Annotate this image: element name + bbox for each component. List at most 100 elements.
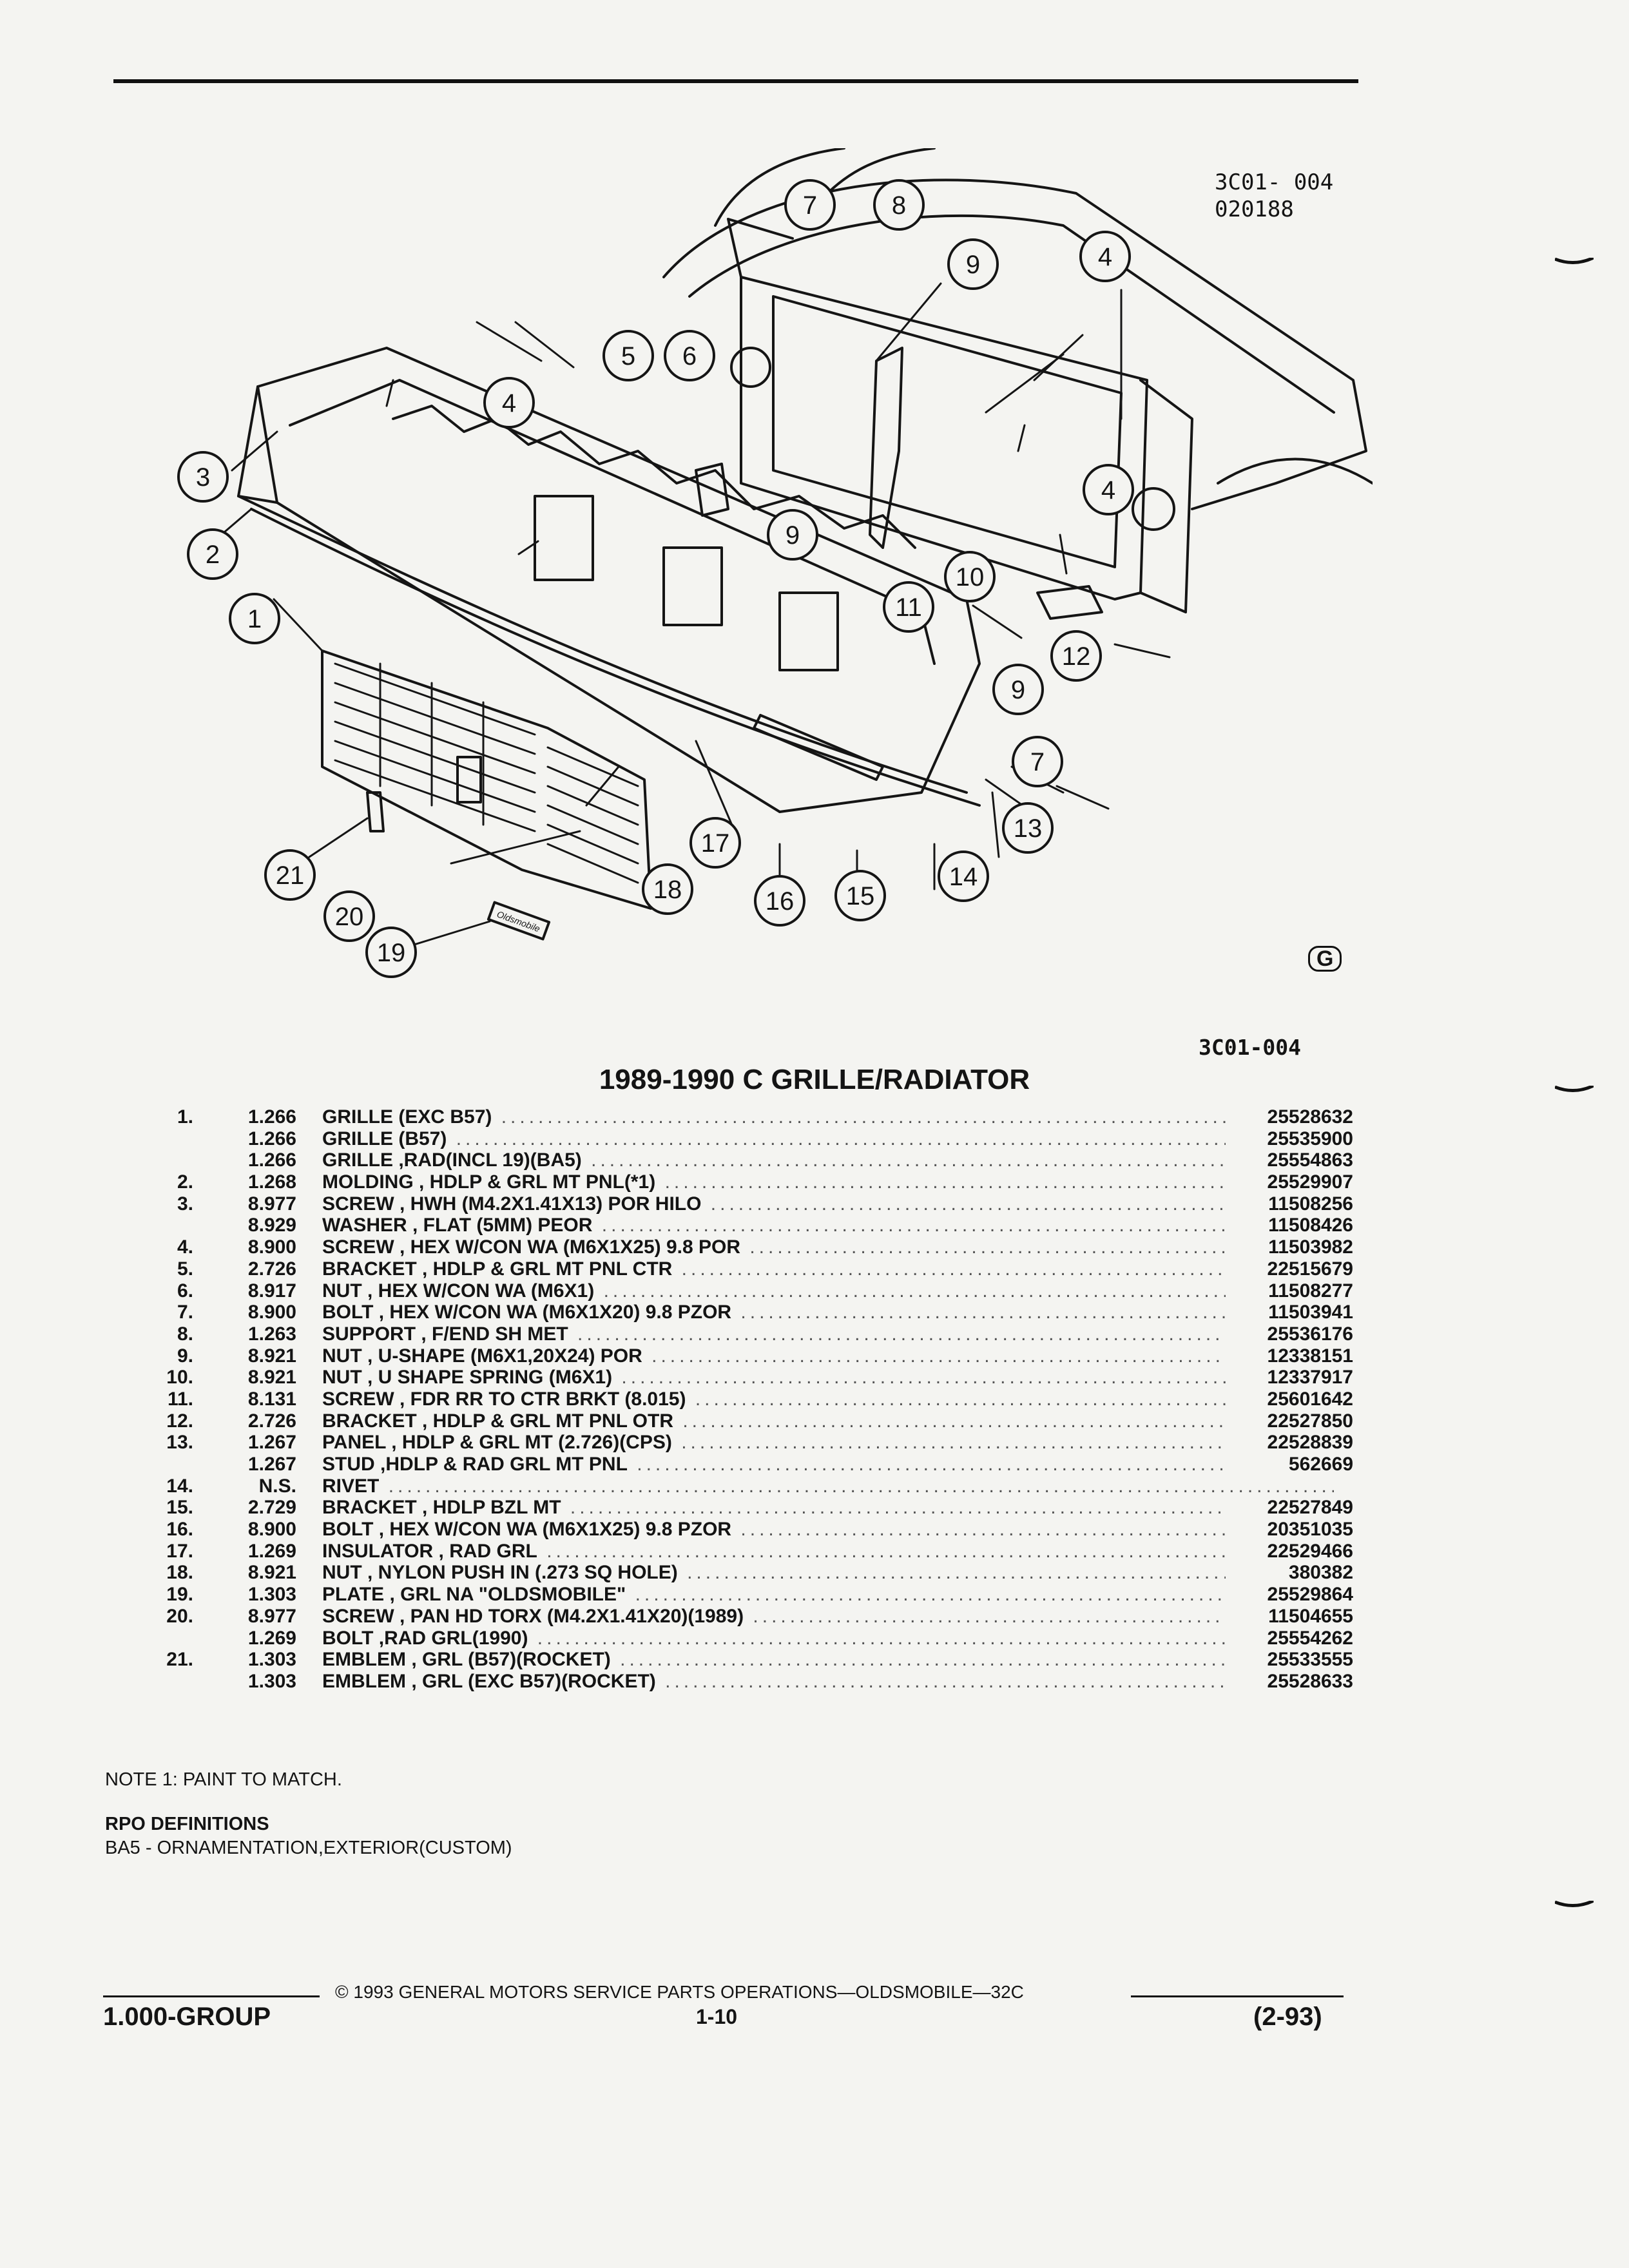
part-description: SCREW , PAN HD TORX (M4.2X1.41X20)(1989) [322, 1606, 1334, 1628]
svg-text:4: 4 [1098, 243, 1112, 271]
bracket-12 [1036, 585, 1103, 620]
svg-text:20: 20 [335, 903, 364, 931]
svg-text:1: 1 [247, 605, 262, 633]
part-number: 11503941 [1226, 1302, 1353, 1323]
mounting-panel [256, 347, 981, 813]
svg-text:4: 4 [502, 389, 516, 418]
part-index: 3. [177, 1193, 193, 1215]
grille-1 [321, 649, 652, 910]
part-number: 22528839 [1226, 1432, 1353, 1454]
callout-13: 13 [1002, 802, 1054, 854]
catalog-code: 8.977 [247, 1193, 296, 1215]
svg-text:8: 8 [892, 191, 906, 220]
part-description: BOLT , HEX W/CON WA (M6X1X20) 9.8 PZOR [322, 1302, 1334, 1323]
part-number: 25529907 [1226, 1171, 1353, 1193]
part-number: 12338151 [1226, 1345, 1353, 1367]
catalog-code: 1.266 [247, 1106, 296, 1128]
part-description: RIVET [322, 1475, 1334, 1497]
callout-4a: 4 [483, 377, 535, 428]
part-description: EMBLEM , GRL (B57)(ROCKET) [322, 1649, 1334, 1671]
part-description: EMBLEM , GRL (EXC B57)(ROCKET) [322, 1671, 1334, 1693]
part-index: 4. [177, 1236, 193, 1258]
figure-ref-side: 3C01-004 [1199, 1035, 1301, 1060]
part-index: 19. [166, 1584, 193, 1606]
callout-3: 3 [177, 451, 229, 503]
catalog-code: 1.269 [247, 1540, 296, 1562]
callout-12: 12 [1050, 630, 1102, 682]
svg-text:2: 2 [206, 541, 220, 569]
exploded-parts-diagram: 1 2 3 4 4 4 5 6 7 7 8 9 9 9 10 11 12 13 … [177, 148, 1373, 978]
callout-11: 11 [883, 581, 934, 633]
catalog-code: 1.266 [247, 1128, 296, 1149]
callout-9b: 9 [767, 509, 818, 561]
svg-text:21: 21 [276, 861, 305, 890]
callout-15: 15 [834, 870, 886, 921]
part-index: 6. [177, 1280, 193, 1302]
catalog-code: 8.900 [247, 1302, 296, 1323]
top-rule [113, 79, 1358, 83]
svg-text:18: 18 [653, 876, 682, 904]
footer-rule-right [1131, 1995, 1344, 1997]
catalog-code: 1.267 [247, 1432, 296, 1454]
callout-20: 20 [323, 890, 375, 942]
part-description: BRACKET , HDLP BZL MT [322, 1497, 1334, 1519]
catalog-code: 8.921 [247, 1562, 296, 1584]
note: NOTE 1: PAINT TO MATCH. [105, 1769, 342, 1790]
callout-4b: 4 [1083, 464, 1134, 515]
part-index: 2. [177, 1171, 193, 1193]
part-row: 2. 1.268 MOLDING , HDLP & GRL MT PNL(*1)25… [129, 1171, 1353, 1193]
catalog-code: 1.268 [247, 1171, 296, 1193]
catalog-code: 8.929 [247, 1215, 296, 1236]
svg-text:9: 9 [786, 521, 800, 550]
part-number: 11508256 [1226, 1193, 1353, 1215]
callout-21: 21 [264, 849, 316, 901]
catalog-code: 2.726 [247, 1258, 296, 1280]
svg-text:16: 16 [766, 887, 795, 916]
plate-19 [487, 901, 551, 941]
group-label: 1.000-GROUP [103, 2003, 271, 2031]
gm-logo: G [1308, 946, 1342, 972]
callout-6: 6 [664, 330, 715, 381]
part-description: GRILLE (EXC B57) [322, 1106, 1334, 1128]
part-index: 17. [166, 1540, 193, 1562]
part-description: SCREW , HEX W/CON WA (M6X1X25) 9.8 POR [322, 1236, 1334, 1258]
part-number: 20351035 [1226, 1519, 1353, 1541]
part-description: MOLDING , HDLP & GRL MT PNL(*1) [322, 1171, 1334, 1193]
part-index: 12. [166, 1410, 193, 1432]
part-description: SUPPORT , F/END SH MET [322, 1323, 1334, 1345]
binder-mark [1554, 1899, 1595, 1910]
page-number: 1-10 [696, 2005, 738, 2028]
callout-9a: 9 [947, 238, 999, 290]
svg-text:13: 13 [1014, 814, 1043, 843]
part-number: 25554863 [1226, 1149, 1353, 1172]
footer-rule-left [103, 1995, 320, 1997]
callout-18: 18 [642, 863, 693, 915]
catalog-code: 1.267 [247, 1454, 296, 1475]
part-number: 25528633 [1226, 1670, 1353, 1693]
part-description: PLATE , GRL NA "OLDSMOBILE" [322, 1584, 1334, 1606]
catalog-code: 8.921 [247, 1345, 296, 1367]
part-number: 11503982 [1226, 1236, 1353, 1258]
part-number: 25533555 [1226, 1649, 1353, 1671]
callout-10: 10 [944, 551, 996, 602]
catalog-code: 1.303 [247, 1670, 296, 1692]
part-number: 25601642 [1226, 1388, 1353, 1410]
figure-ref-date: 020188 [1215, 197, 1294, 222]
part-number: 11504655 [1226, 1605, 1353, 1628]
part-description: INSULATOR , RAD GRL [322, 1541, 1334, 1562]
part-description: BRACKET , HDLP & GRL MT PNL CTR [322, 1258, 1334, 1280]
part-index: 1. [177, 1106, 193, 1128]
part-index: 21. [166, 1649, 193, 1671]
support-8 [869, 347, 903, 549]
